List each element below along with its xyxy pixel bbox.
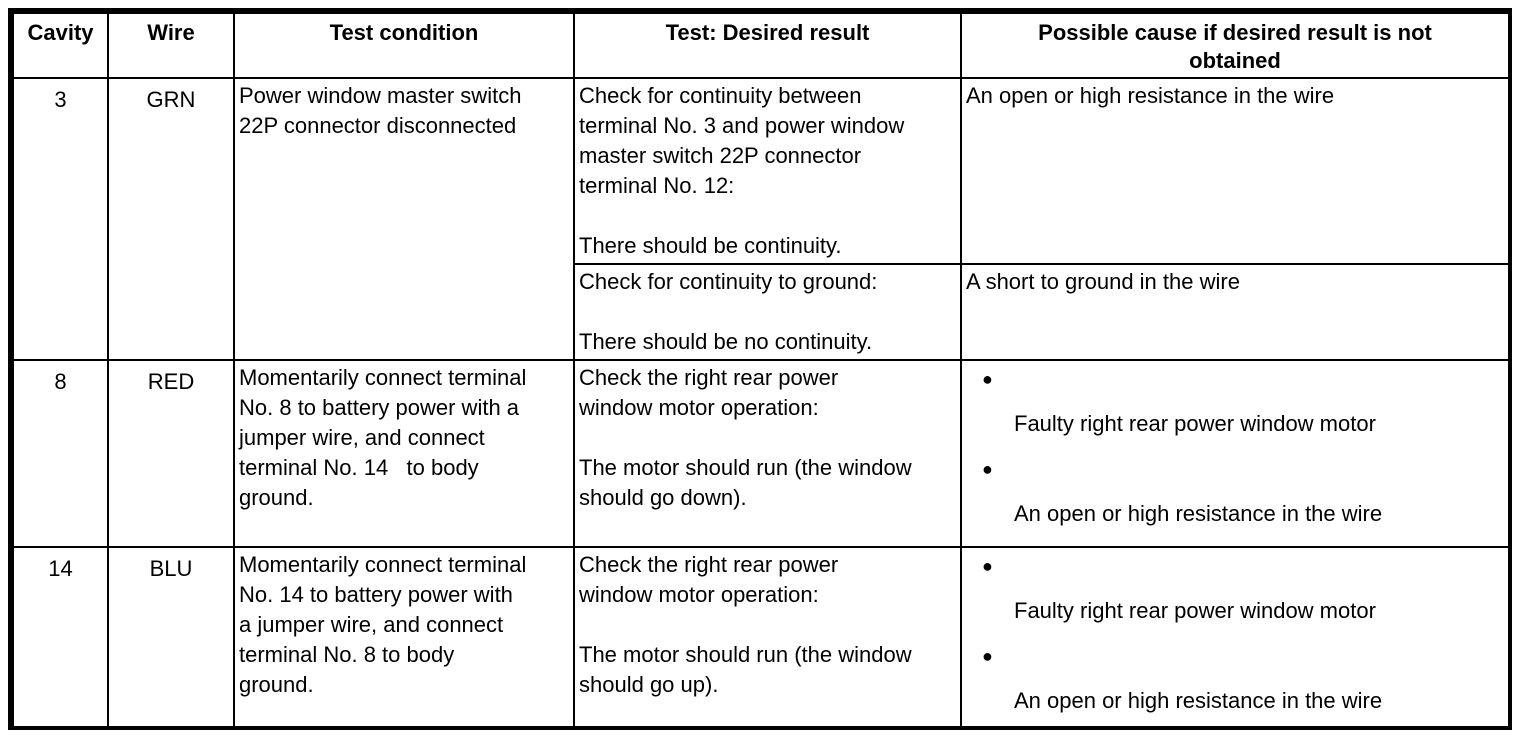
table-row-cavity-14: 14 BLU Momentarily connect terminal No. … [12,546,1508,726]
cause-text: Faulty right rear power window motor [1014,411,1376,436]
test-table: Cavity Wire Test condition Test: Desired… [12,12,1508,726]
cause-text: An open or high resistance in the wire [1014,688,1383,713]
header-test-condition: Test condition [233,12,575,79]
cause-text: Faulty right rear power window motor [1014,598,1376,623]
bullet-icon: ● [982,646,993,666]
cell-test-condition-8: Momentarily connect terminal No. 8 to ba… [233,359,575,548]
cell-wire-grn: GRN [107,77,235,361]
cell-cavity-8: 8 [12,359,109,548]
cell-test-result-8: Check the right rear power window motor … [573,359,962,548]
cell-possible-cause-3b: A short to ground in the wire [960,263,1508,361]
cell-test-result-3b: Check for continuity to ground: There sh… [573,263,962,361]
cell-test-result-3a: Check for continuity between terminal No… [573,77,962,265]
header-cavity: Cavity [12,12,109,79]
cell-cavity-3: 3 [12,77,109,361]
table-subrow-cavity-3: Check for continuity to ground: There sh… [13,263,1508,361]
bullet-icon: ● [982,556,993,576]
header-test-desired-result: Test: Desired result [573,12,962,79]
table-header-row: Cavity Wire Test condition Test: Desired… [12,12,1508,79]
wire-test-table: Cavity Wire Test condition Test: Desired… [8,8,1512,730]
table-row-cavity-3: 3 GRN Power window master switch 22P con… [12,77,1508,361]
header-possible-cause: Possible cause if desired result is not … [960,12,1508,79]
cell-test-condition-3: Power window master switch 22P connector… [233,77,575,361]
bullet-icon: ● [982,459,993,479]
cause-text: An open or high resistance in the wire [1014,501,1383,526]
cell-possible-cause-8: ● Faulty right rear power window motor ●… [960,359,1508,548]
bullet-icon: ● [982,369,993,389]
cell-cavity-14: 14 [12,546,109,726]
cell-wire-blu: BLU [107,546,235,726]
cell-test-result-14: Check the right rear power window motor … [573,546,962,726]
cell-possible-cause-14: ● Faulty right rear power window motor ●… [960,546,1508,726]
header-wire: Wire [107,12,235,79]
cell-possible-cause-3a: An open or high resistance in the wire [960,77,1508,265]
cell-wire-red: RED [107,359,235,548]
table-row-cavity-8: 8 RED Momentarily connect terminal No. 8… [12,359,1508,548]
cell-test-condition-14: Momentarily connect terminal No. 14 to b… [233,546,575,726]
